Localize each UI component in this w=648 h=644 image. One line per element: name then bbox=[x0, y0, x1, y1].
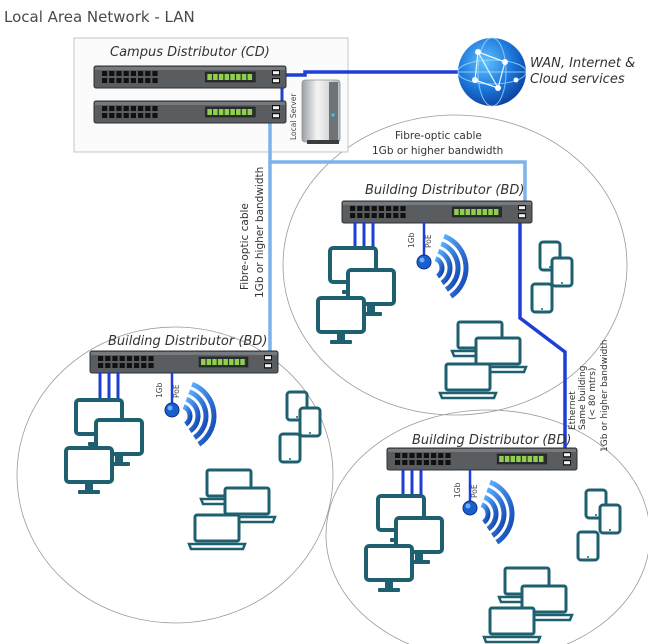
switch-icon bbox=[89, 350, 279, 374]
bd-label-top: Building Distributor (BD) bbox=[365, 183, 524, 198]
switch-icon bbox=[386, 447, 578, 471]
building-zone-right bbox=[325, 409, 648, 644]
ethernet-line1: Ethernet bbox=[568, 391, 578, 430]
bd-label-right: Building Distributor (BD) bbox=[412, 433, 571, 448]
tablet-icon bbox=[530, 282, 554, 314]
fibre-cable-bd-top bbox=[268, 122, 527, 205]
access-point-icon bbox=[164, 402, 180, 418]
ap-poe: PoE bbox=[470, 484, 479, 498]
server-label: Local Server bbox=[289, 93, 298, 140]
page-title: Local Area Network - LAN bbox=[4, 8, 195, 26]
switch-icon bbox=[93, 100, 287, 124]
switch-icon bbox=[93, 65, 287, 89]
fibre-h-line1: Fibre-optic cable bbox=[395, 130, 482, 142]
tablet-icon bbox=[550, 256, 574, 288]
tablet-icon bbox=[298, 406, 322, 438]
switch-icon bbox=[341, 200, 533, 224]
ethernet-line2: Same building bbox=[578, 366, 588, 430]
fibre-v-line1: Fibre-optic cable bbox=[239, 203, 251, 290]
monitor-icon bbox=[64, 446, 114, 494]
building-zone-top bbox=[282, 114, 628, 416]
laptop-icon bbox=[482, 606, 542, 644]
wan-cable bbox=[283, 70, 462, 77]
monitor-icon bbox=[394, 516, 444, 564]
bd-right-devices: 1Gb PoE bbox=[364, 470, 622, 644]
ap-speed: 1Gb bbox=[407, 232, 416, 248]
fibre-v-line2: 1Gb or higher bandwidth bbox=[254, 167, 266, 298]
ap-speed: 1Gb bbox=[155, 382, 164, 398]
tablet-icon bbox=[598, 503, 622, 535]
ethernet-cable-bd-right bbox=[518, 222, 567, 452]
globe-icon bbox=[457, 37, 527, 107]
wan-label-line1: WAN, Internet & bbox=[530, 56, 635, 71]
monitor-icon bbox=[316, 296, 366, 344]
cables bbox=[268, 70, 567, 452]
desktop-cables bbox=[353, 222, 426, 255]
wan-label-line2: Cloud services bbox=[530, 72, 625, 87]
laptop-icon bbox=[438, 362, 498, 400]
bd-label-left: Building Distributor (BD) bbox=[108, 334, 267, 349]
monitor-icon bbox=[364, 544, 414, 592]
monitor-icon bbox=[346, 268, 396, 316]
ap-poe: PoE bbox=[424, 234, 433, 248]
laptop-icon bbox=[217, 486, 277, 524]
ethernet-line3: (< 80 mtrs) bbox=[588, 368, 598, 420]
laptop-icon bbox=[187, 513, 247, 551]
ap-speed: 1Gb bbox=[453, 482, 462, 498]
ap-poe: PoE bbox=[172, 384, 181, 398]
access-point-icon bbox=[462, 500, 478, 516]
tablet-icon bbox=[576, 530, 600, 562]
ethernet-line4: 1Gb or higher bandwidth bbox=[600, 339, 610, 452]
bd-left-devices: 1Gb PoE bbox=[64, 372, 322, 551]
desktop-cables bbox=[401, 470, 472, 503]
campus-label: Campus Distributor (CD) bbox=[110, 45, 270, 60]
desktop-cables bbox=[98, 372, 174, 405]
tablet-icon bbox=[278, 432, 302, 464]
wifi-icon bbox=[182, 381, 217, 447]
access-point-icon bbox=[416, 254, 432, 270]
server-icon bbox=[301, 79, 341, 144]
wifi-icon bbox=[480, 479, 515, 545]
fibre-h-line2: 1Gb or higher bandwidth bbox=[372, 145, 503, 157]
bd-top-devices: 1Gb PoE bbox=[316, 222, 574, 400]
wifi-icon bbox=[434, 233, 469, 299]
building-zone-left bbox=[16, 326, 334, 624]
